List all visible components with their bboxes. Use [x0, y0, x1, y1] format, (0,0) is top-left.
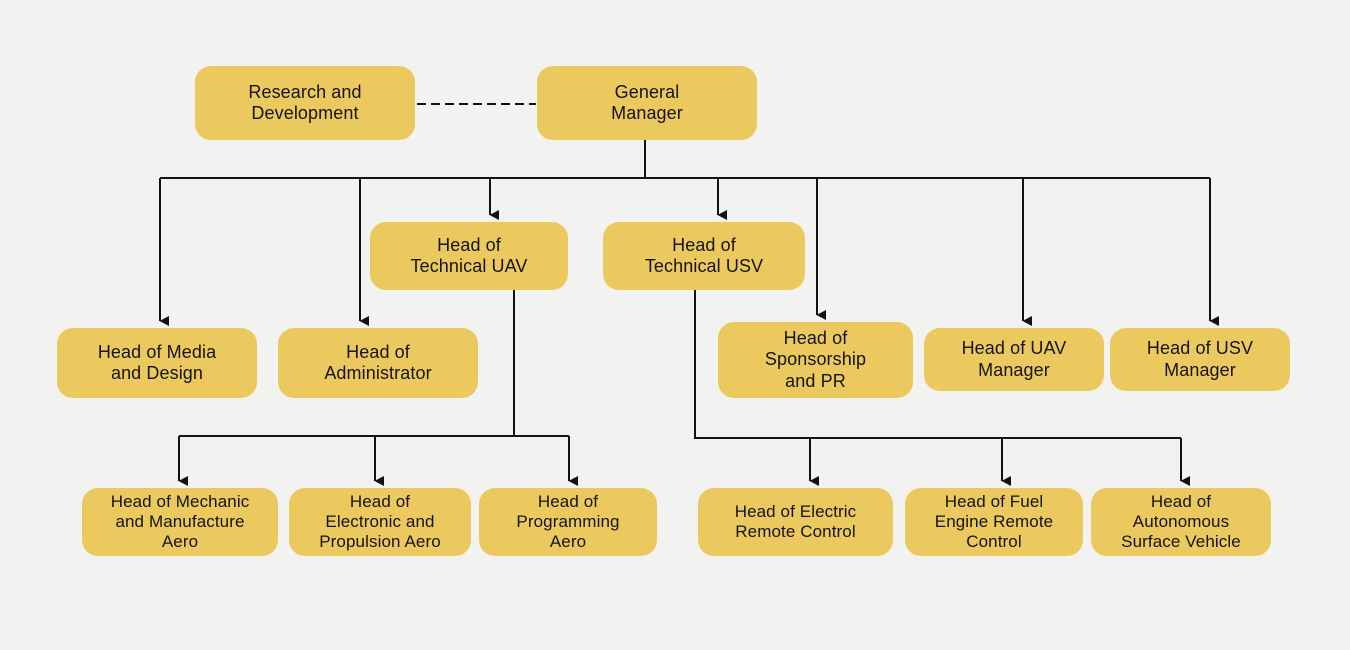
- node-head-of-electronic-and-propulsion-aero: Head of Electronic and Propulsion Aero: [289, 488, 471, 556]
- node-head-of-usv-manager: Head of USV Manager: [1110, 328, 1290, 391]
- node-head-of-electric-remote-control: Head of Electric Remote Control: [698, 488, 893, 556]
- node-head-of-sponsorship-and-pr: Head of Sponsorship and PR: [718, 322, 913, 398]
- node-head-of-autonomous-surface-vehicle: Head of Autonomous Surface Vehicle: [1091, 488, 1271, 556]
- node-head-of-programming-aero: Head of Programming Aero: [479, 488, 657, 556]
- node-head-of-technical-usv: Head of Technical USV: [603, 222, 805, 290]
- node-head-of-fuel-engine-remote-control: Head of Fuel Engine Remote Control: [905, 488, 1083, 556]
- node-research-and-development: Research and Development: [195, 66, 415, 140]
- node-head-of-mechanic-and-manufacture-aero: Head of Mechanic and Manufacture Aero: [82, 488, 278, 556]
- node-head-of-technical-uav: Head of Technical UAV: [370, 222, 568, 290]
- node-general-manager: General Manager: [537, 66, 757, 140]
- node-head-of-administrator: Head of Administrator: [278, 328, 478, 398]
- node-head-of-media-and-design: Head of Media and Design: [57, 328, 257, 398]
- node-head-of-uav-manager: Head of UAV Manager: [924, 328, 1104, 391]
